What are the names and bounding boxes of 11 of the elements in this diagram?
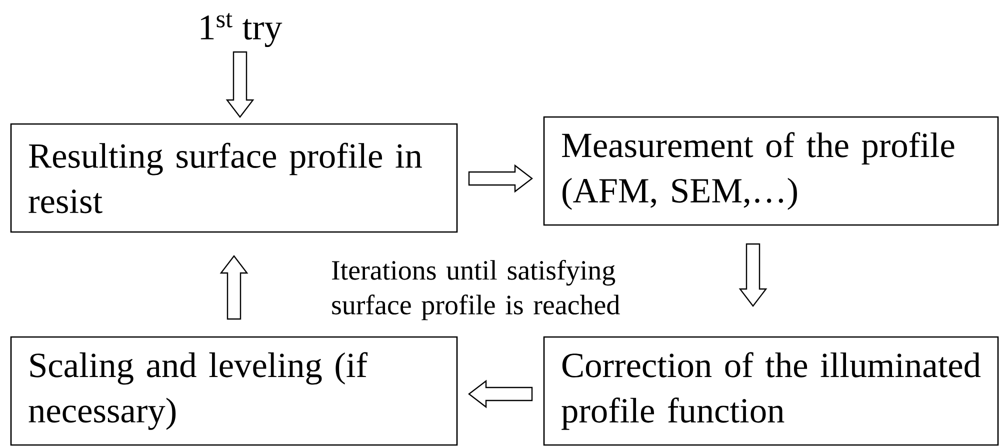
- process-box: Measurement of the profile (AFM, SEM,…): [543, 116, 999, 226]
- block-arrow: [468, 164, 533, 193]
- block-arrow: [738, 243, 768, 307]
- note-text: Iterations until satisfying surface profile is reached: [332, 260, 620, 320]
- block-arrow: [468, 380, 533, 408]
- block-arrow: [220, 255, 248, 320]
- block-arrow: [226, 51, 254, 118]
- process-box: Resulting surface profile in resist: [10, 123, 458, 233]
- process-box: Scaling and leveling (if necessary): [10, 336, 458, 446]
- start-label: 1$^{st}$ try: [200, 13, 282, 47]
- process-box: Correction of the illuminated profile function: [543, 336, 999, 446]
